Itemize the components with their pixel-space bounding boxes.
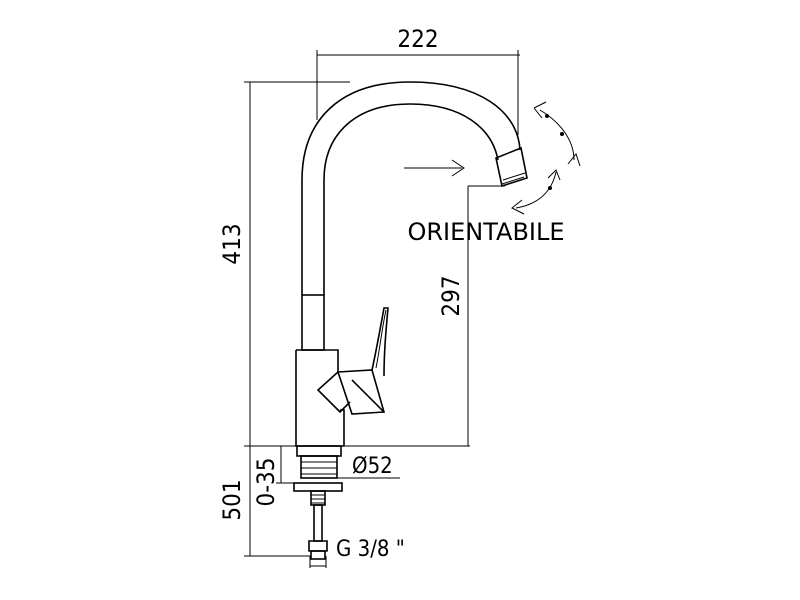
orientabile-label: ORIENTABILE [407, 218, 564, 246]
dimension-501-label: 501 [218, 479, 246, 520]
dimension-spout-height-297: 297 [345, 185, 505, 447]
faucet-body [295, 294, 389, 447]
flow-direction-arrow [404, 159, 465, 177]
dimension-height-501: 501 [218, 446, 310, 557]
dimension-thickness-0-35: 0-35 [252, 445, 298, 507]
dimension-diameter-label: Ø52 [352, 454, 393, 479]
dimension-spout-label: 297 [437, 275, 465, 316]
dimension-thickness-label: 0-35 [252, 458, 280, 507]
faucet-base: Ø52 G 3/8 " [293, 445, 405, 568]
dimension-width-label: 222 [397, 25, 438, 53]
dimension-width-222: 222 [316, 25, 520, 135]
faucet-spout [301, 81, 528, 295]
dimension-height-label: 413 [218, 223, 246, 264]
rotation-indicator: ORIENTABILE [407, 101, 581, 246]
dimension-height-413: 413 [218, 81, 350, 447]
connection-size-label: G 3/8 " [336, 537, 405, 562]
